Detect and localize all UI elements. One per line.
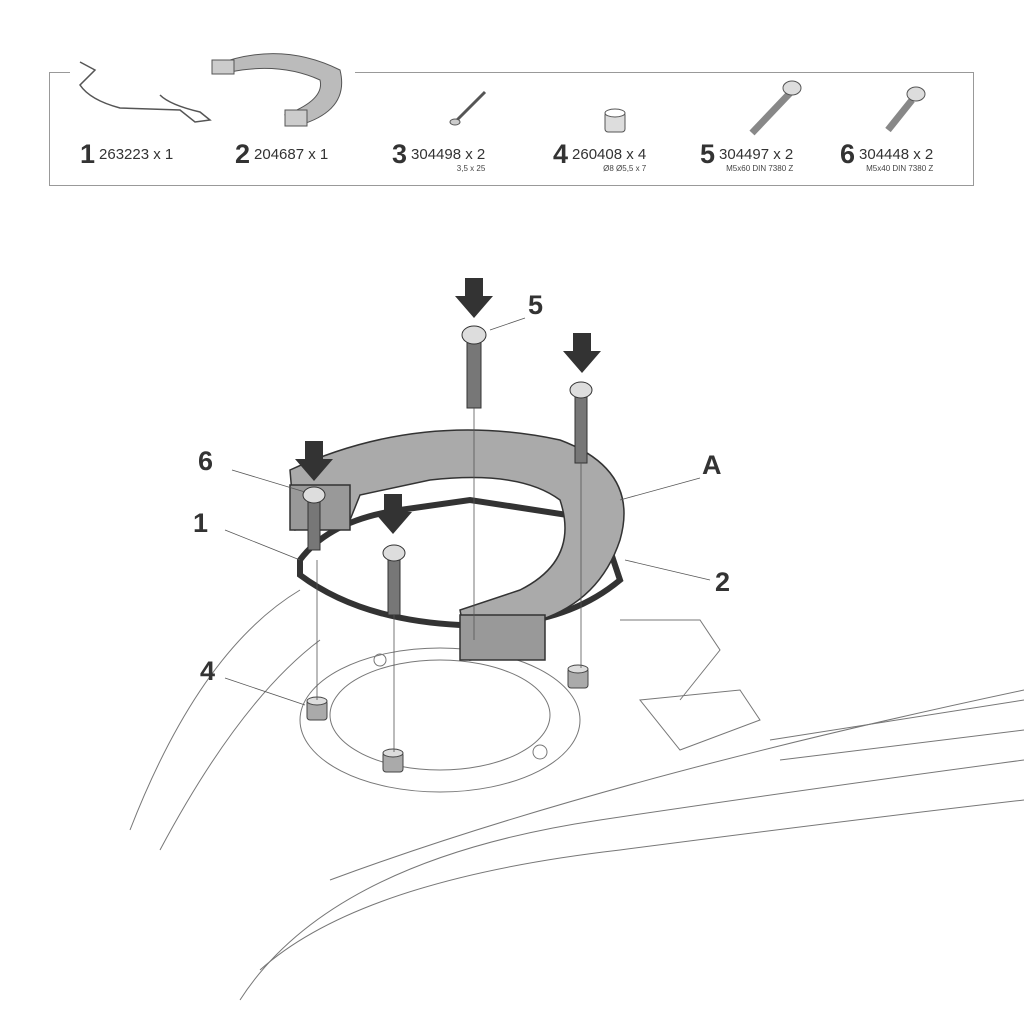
part-code: 204687 x 1 [254, 146, 329, 163]
part-spec: M5x60 DIN 7380 Z [726, 164, 794, 173]
part-2-thumbnail [205, 50, 355, 127]
part-number: 6 [840, 139, 856, 169]
callout-6: 6 [198, 446, 214, 476]
part-5: 5 304497 x 2 M5x60 DIN 7380 Z [700, 140, 793, 173]
part-number: 5 [700, 139, 716, 169]
part-6: 6 304448 x 2 M5x40 DIN 7380 Z [840, 140, 933, 173]
callout-5: 5 [528, 290, 544, 320]
part-1: 1 263223 x 1 [80, 140, 173, 168]
part-3: 3 304498 x 2 3,5 x 25 [392, 140, 485, 173]
part-spec: 3,5 x 25 [456, 164, 486, 173]
part-code: 263223 x 1 [99, 146, 174, 163]
part-2: 2 204687 x 1 [235, 140, 328, 168]
parts-list-box [49, 72, 974, 186]
part-number: 3 [392, 139, 408, 169]
arrow-icons [295, 278, 601, 534]
callout-1: 1 [193, 508, 209, 538]
part-code: 304497 x 2 [719, 146, 794, 163]
part-code: 260408 x 4 [572, 146, 647, 163]
part-spec: Ø8 Ø5,5 x 7 [603, 164, 647, 173]
part-number: 4 [553, 139, 569, 169]
part-code: 304448 x 2 [859, 146, 934, 163]
part-5-bolt-thumbnail [749, 80, 802, 136]
part-1-thumbnail [70, 60, 220, 123]
callout-4: 4 [200, 656, 216, 686]
part-3-screw-thumbnail [449, 90, 487, 126]
part-number: 1 [80, 139, 96, 169]
bolts [302, 325, 593, 616]
part-4-spacer-thumbnail [604, 108, 626, 133]
callout-A: A [702, 450, 722, 480]
part-number: 2 [235, 139, 251, 169]
spacers [306, 664, 589, 773]
part-6-bolt-thumbnail [885, 86, 926, 133]
part-spec: M5x40 DIN 7380 Z [866, 164, 934, 173]
callout-2: 2 [715, 567, 731, 597]
guide-lines [224, 317, 711, 752]
part-code: 304498 x 2 [411, 146, 486, 163]
part-4: 4 260408 x 4 Ø8 Ø5,5 x 7 [553, 140, 646, 173]
tank-outline [129, 589, 1024, 1001]
